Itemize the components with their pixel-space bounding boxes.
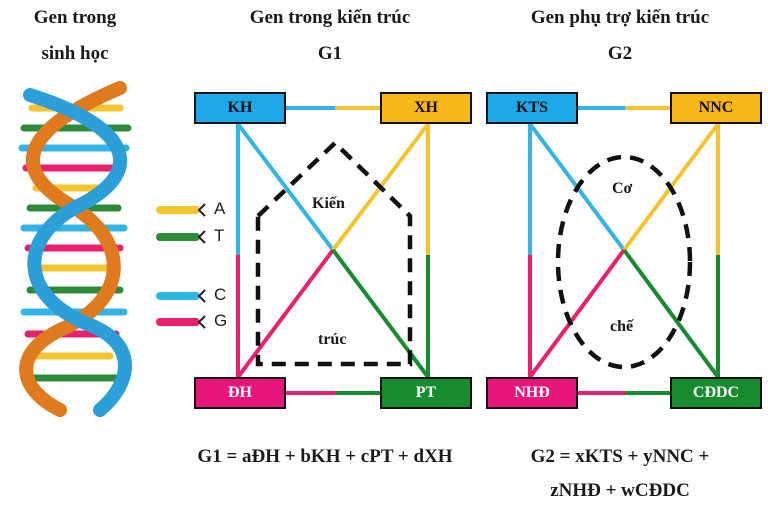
base-pair-legend — [156, 203, 206, 329]
dna-helix-illustration — [18, 81, 132, 417]
g1-shape-text-truc: trúc — [318, 331, 347, 348]
heading-g1-line1: Gen trong kiến trúc — [249, 7, 411, 28]
g1-shape-text-kien: Kiến — [312, 195, 345, 212]
g2-shape-text-che: chế — [610, 318, 634, 335]
g2-node-cddc: CĐDC — [670, 377, 762, 409]
heading-biology-line2: sinh học — [41, 43, 109, 64]
g2-formula-line1: G2 = xKTS + yNNC + — [530, 446, 710, 467]
g2-node-kts: KTS — [486, 92, 578, 124]
g2-node-nnc: NNC — [670, 92, 762, 124]
legend-label-g: G — [214, 311, 228, 330]
g1-formula: G1 = aĐH + bKH + cPT + dXH — [197, 446, 453, 467]
g2-shape-text-co: Cơ — [612, 180, 633, 197]
legend-label-t: T — [214, 226, 225, 245]
heading-g2-line2: G2 — [607, 43, 633, 64]
g2-connections — [528, 106, 720, 395]
g1-node-dh: ĐH — [194, 377, 286, 409]
g1-node-pt: PT — [380, 377, 472, 409]
g2-node-nhd: NHĐ — [486, 377, 578, 409]
heading-g1-line2: G1 — [317, 43, 343, 64]
heading-g2-line1: Gen phụ trợ kiến trúc — [530, 7, 710, 28]
g1-dashed-house-shape — [255, 139, 413, 367]
g1-node-kh: KH — [194, 92, 286, 124]
legend-label-a: A — [214, 199, 226, 218]
g1-connections — [236, 106, 430, 395]
g2-dashed-ellipse — [555, 154, 693, 370]
g1-node-xh: XH — [380, 92, 472, 124]
g2-formula-line2: zNHĐ + wCĐDC — [550, 480, 690, 501]
legend-label-c: C — [214, 285, 227, 304]
heading-biology-line1: Gen trong — [33, 7, 117, 28]
